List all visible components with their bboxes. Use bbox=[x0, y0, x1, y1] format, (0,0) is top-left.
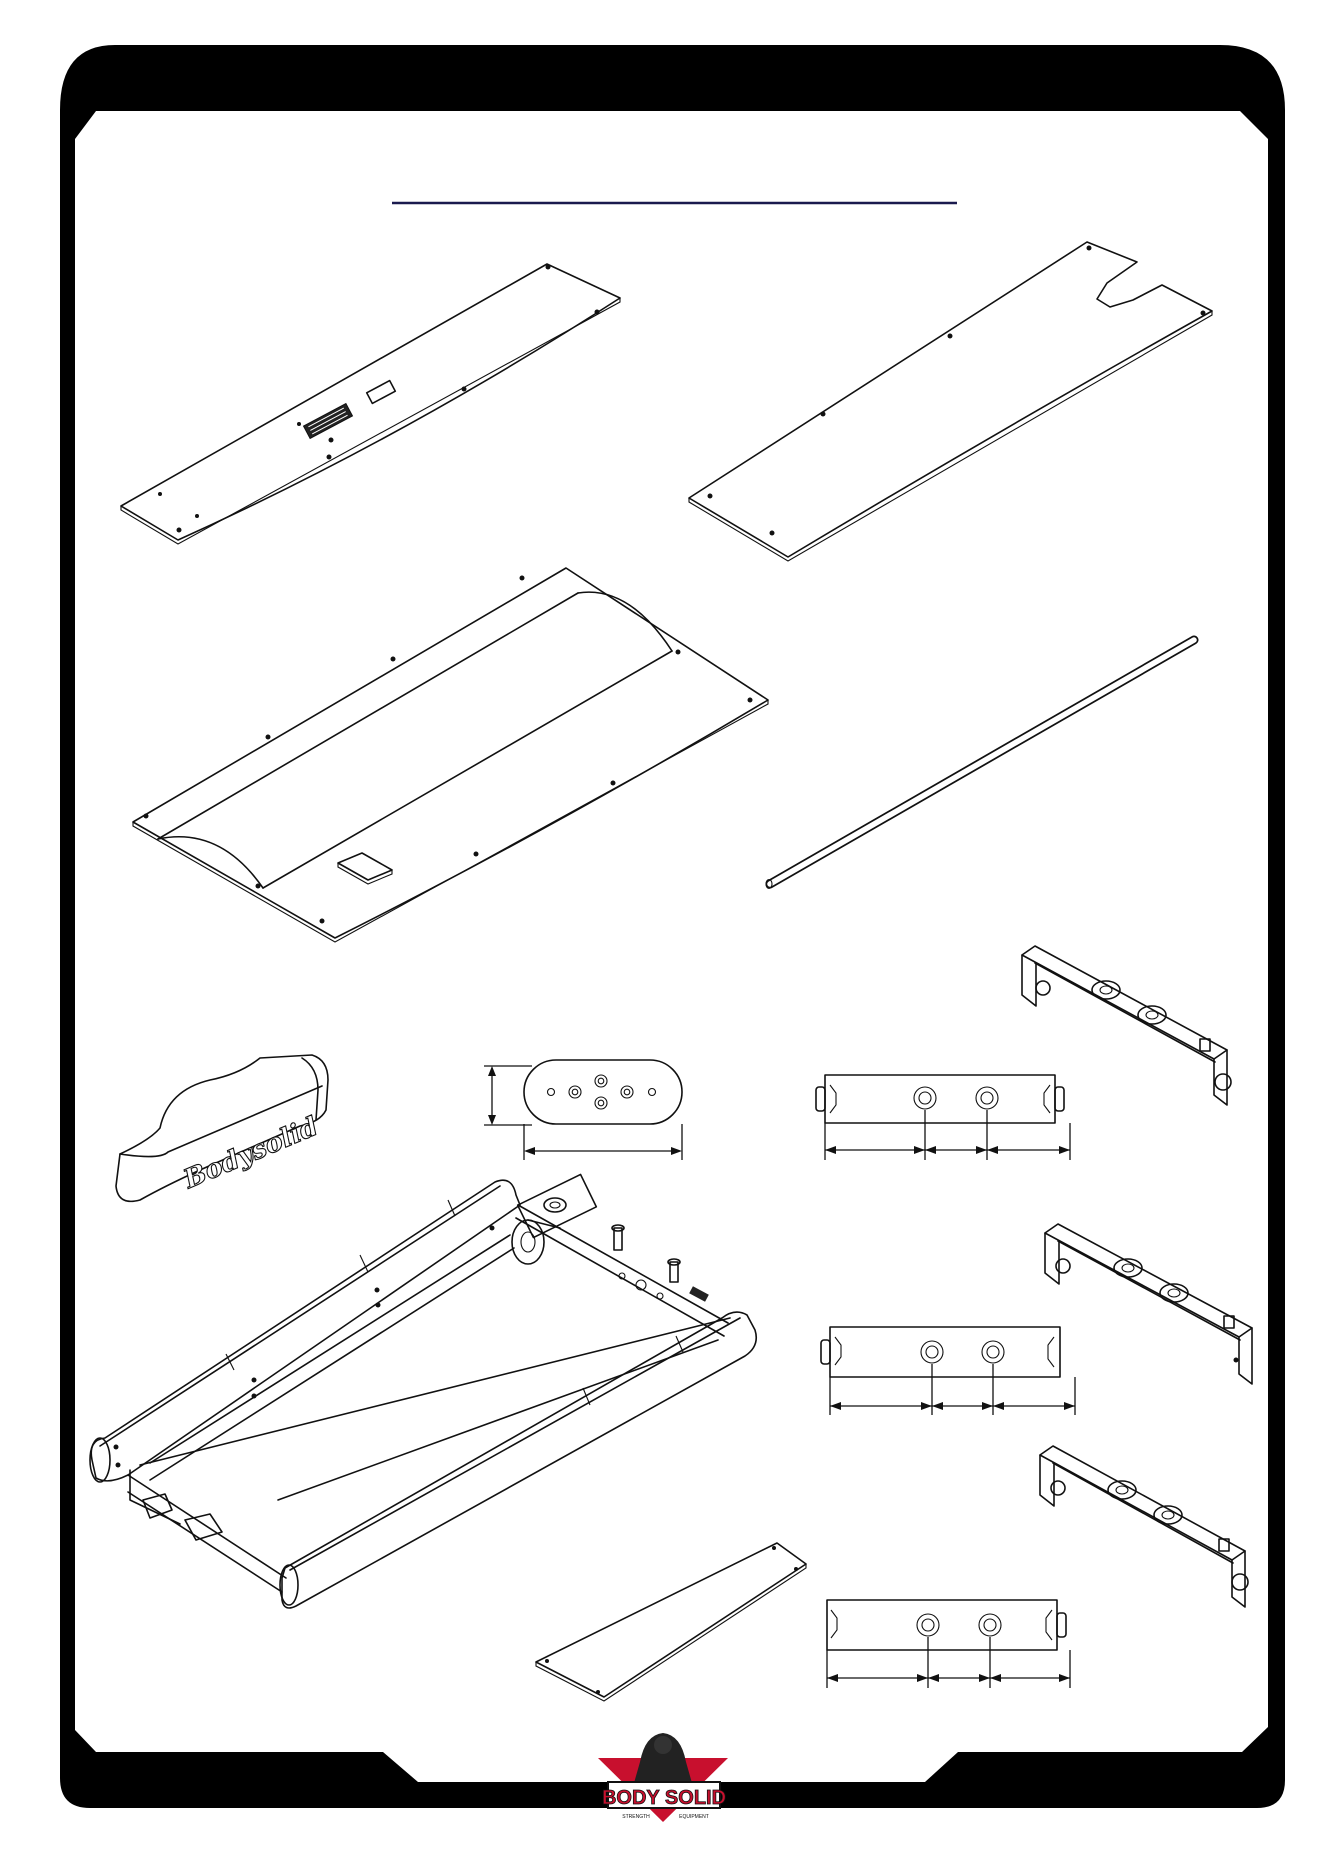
roller-bracket-3-front-view bbox=[827, 1600, 1070, 1688]
vent-grille bbox=[304, 404, 353, 439]
roller-bracket-1-front-view bbox=[816, 1075, 1070, 1160]
long-rod bbox=[766, 640, 1194, 889]
oval-mounting-plate bbox=[484, 1060, 682, 1160]
front-pivot-bracket bbox=[512, 1174, 596, 1264]
cap-script-logo: Bodysolid bbox=[179, 1112, 323, 1196]
brand-end-cap: Bodysolid bbox=[116, 1055, 328, 1201]
roller-bracket-1-iso-view bbox=[1022, 946, 1231, 1105]
roller-bracket-3-iso-view bbox=[1040, 1446, 1248, 1607]
roller-bracket-2-front-view bbox=[821, 1327, 1075, 1415]
main-deck-frame bbox=[90, 1174, 756, 1608]
page-frame bbox=[60, 45, 1285, 1808]
upper-left-cover-panel bbox=[121, 264, 620, 544]
small-cover-plate bbox=[536, 1543, 806, 1701]
plate-width-dimension bbox=[524, 1124, 682, 1160]
motor-hood-cover bbox=[133, 568, 768, 942]
upper-right-cover-panel bbox=[689, 242, 1212, 561]
roller-bracket-2-iso-view bbox=[1045, 1224, 1252, 1384]
logo-wordmark: BODY SOLID bbox=[602, 1787, 726, 1809]
body-solid-logo: BODY SOLID STRENGTH EQUIPMENT bbox=[598, 1733, 728, 1822]
logo-tagline-left: STRENGTH bbox=[622, 1814, 650, 1820]
logo-tagline-right: EQUIPMENT bbox=[679, 1814, 709, 1820]
